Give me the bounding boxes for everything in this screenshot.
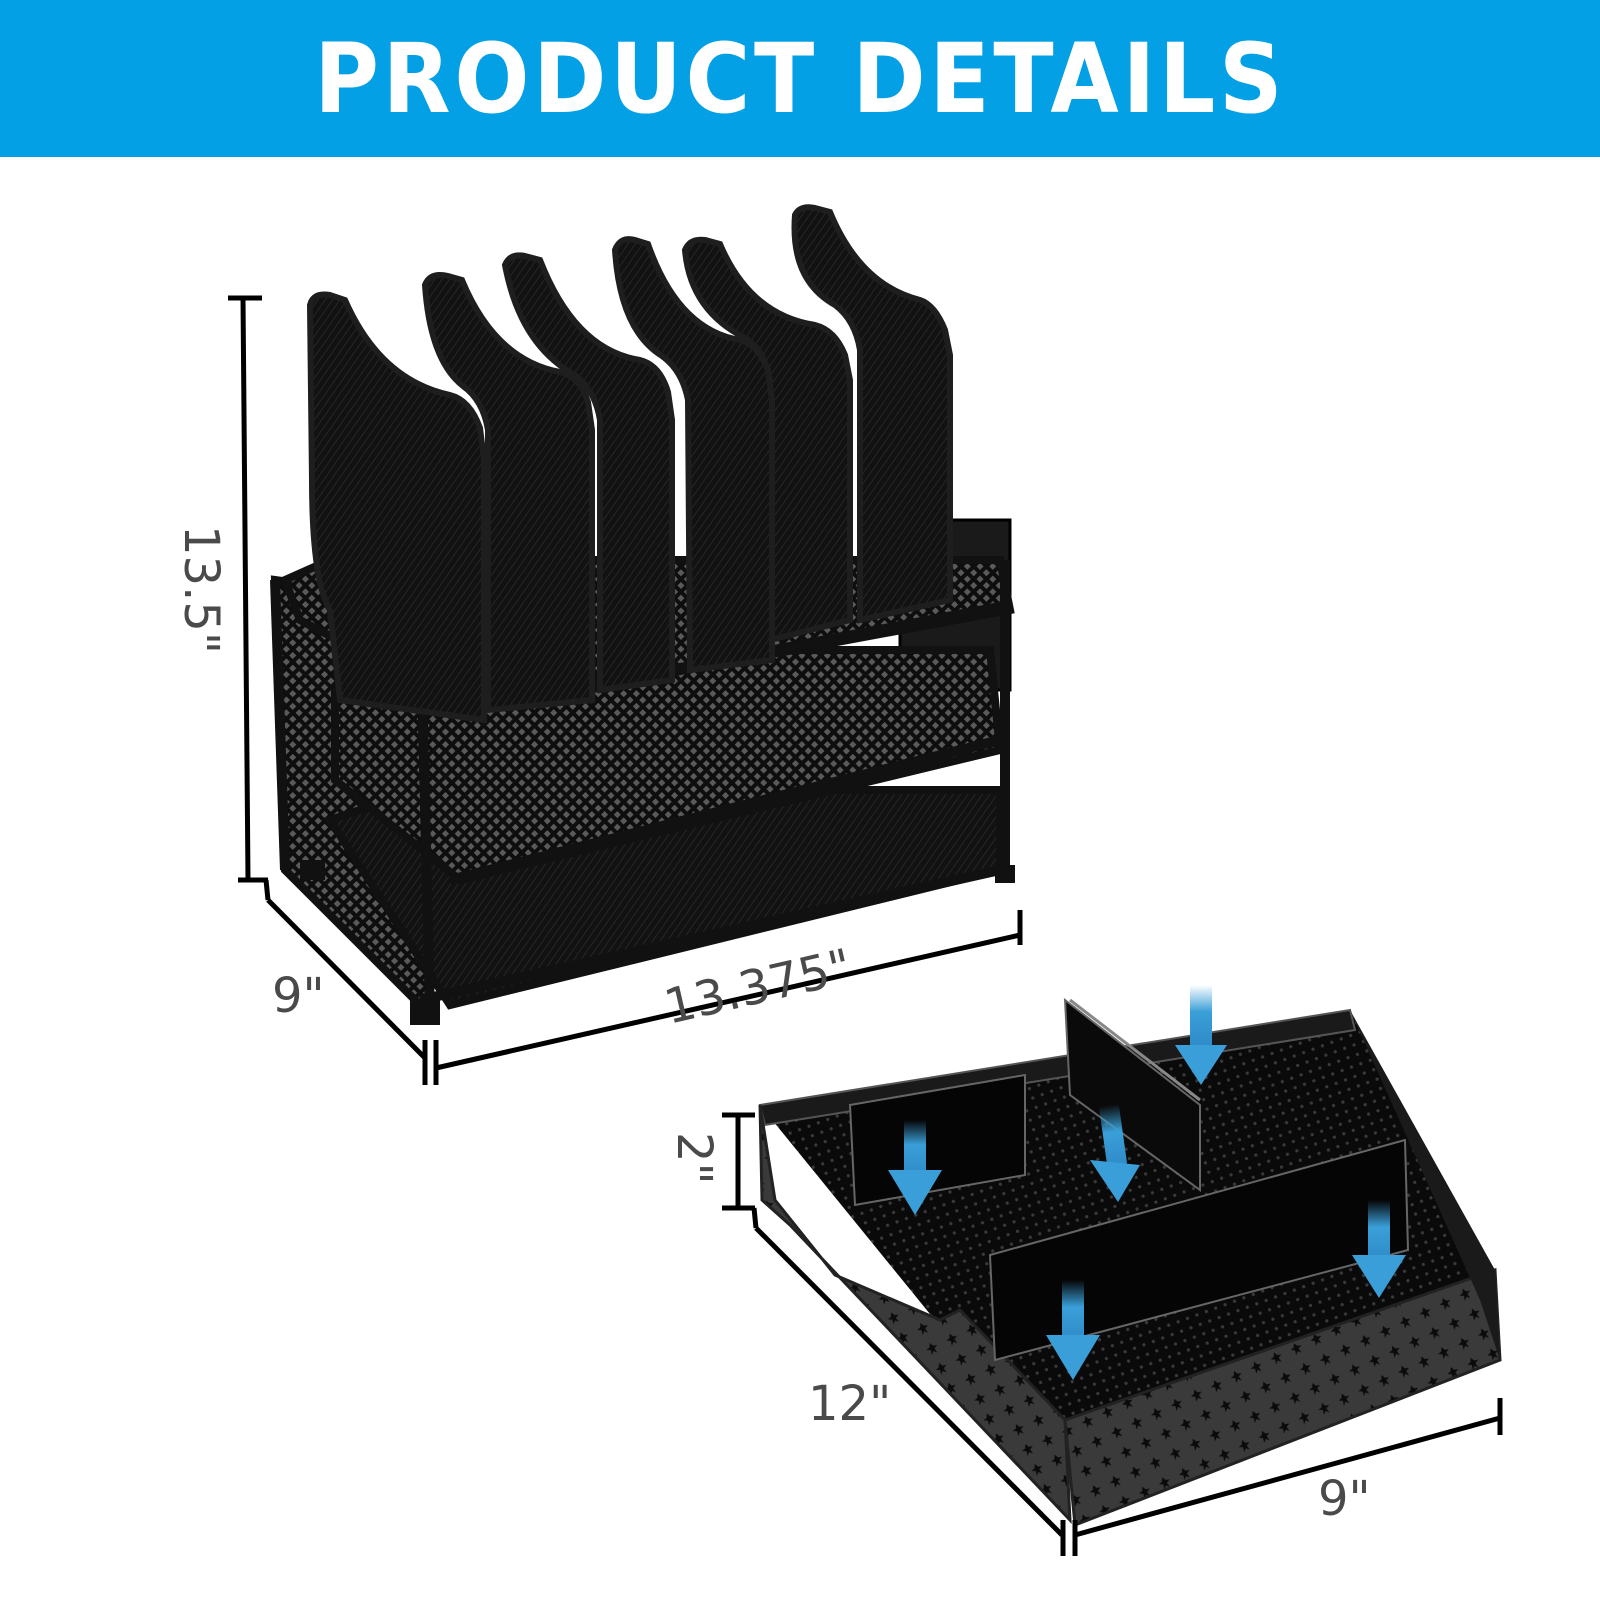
header-banner: PRODUCT DETAILS (0, 0, 1600, 157)
organizer-dimension-lines (228, 295, 1023, 1085)
organizer-height-label: 13.5" (173, 525, 229, 654)
organizer-depth-label: 9" (272, 968, 325, 1024)
file-sorter-slots (306, 204, 953, 724)
tray-length-label: 12" (808, 1376, 892, 1432)
tray-height-label: 2" (666, 1132, 722, 1185)
insert-divider-arrows (888, 985, 1406, 1380)
arrow-down-icon (888, 1120, 942, 1215)
page-title: PRODUCT DETAILS (313, 22, 1286, 135)
desk-organizer (270, 204, 1015, 1025)
arrow-down-icon (1352, 1200, 1406, 1298)
arrow-down-icon (1046, 1280, 1100, 1380)
tray-dimension-lines (722, 1112, 1503, 1556)
drawer-tray (758, 985, 1502, 1528)
arrow-down-icon (1090, 1103, 1140, 1202)
tray-width-label: 9" (1318, 1471, 1371, 1527)
arrow-down-icon (1175, 985, 1227, 1085)
